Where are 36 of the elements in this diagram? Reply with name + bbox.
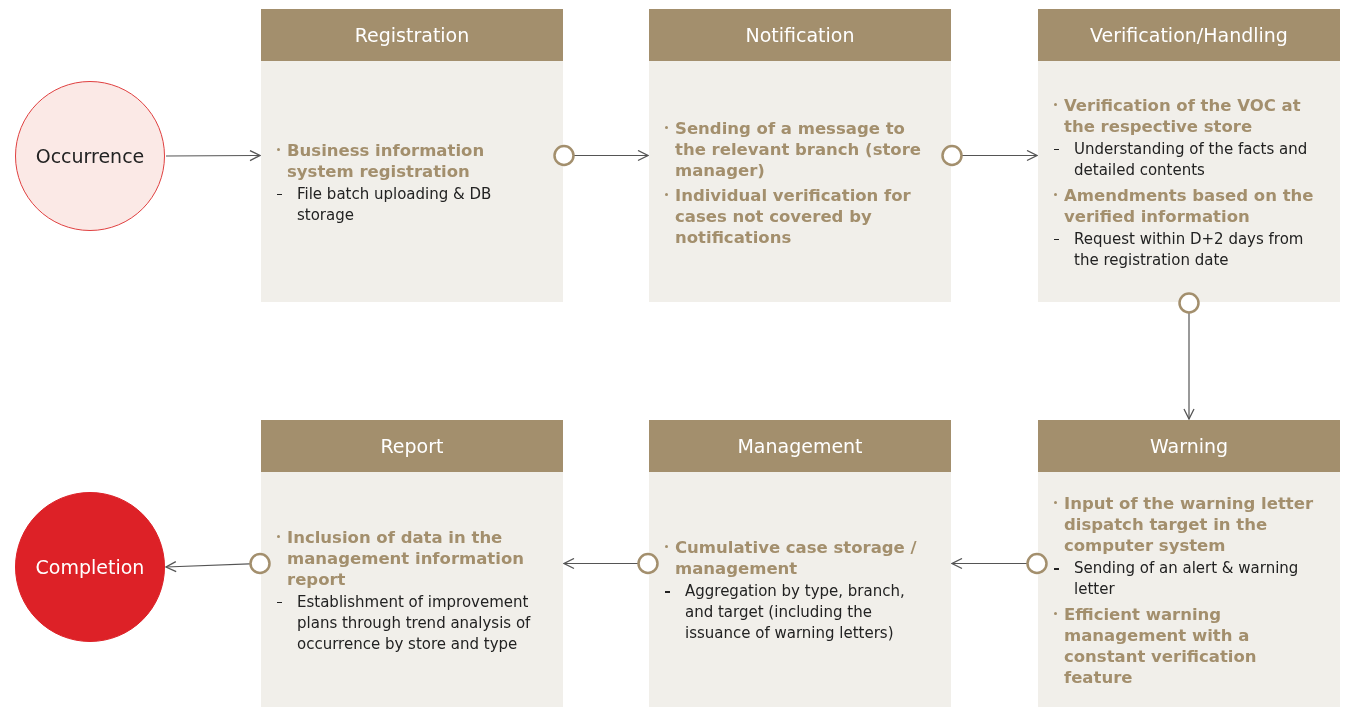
detail-text: Aggregation by type, branch, and target (including the issuance of warning letters) bbox=[685, 581, 906, 644]
step-title: Notification bbox=[649, 9, 951, 61]
process-card bbox=[261, 9, 563, 302]
arrow bbox=[941, 144, 1038, 167]
step-title: Report bbox=[261, 420, 563, 472]
process-card bbox=[649, 9, 951, 302]
bullet-text: Verification of the VOC at the respective store bbox=[1064, 94, 1302, 137]
process-card bbox=[1038, 9, 1340, 302]
arrow bbox=[951, 552, 1048, 575]
bullet-text: Business information system registration bbox=[287, 139, 486, 182]
bullet-text: Cumulative case storage / management bbox=[675, 537, 918, 579]
detail-text: Request within D+2 days from the registration date bbox=[1074, 228, 1305, 271]
arrow bbox=[553, 144, 649, 167]
bullet-text: Inclusion of data in the management information report bbox=[287, 526, 525, 590]
arrow bbox=[165, 149, 261, 162]
process-card bbox=[1038, 420, 1340, 707]
bullet-text: Input of the warning letter dispatch target in the computer system bbox=[1064, 493, 1315, 556]
detail-text: Understanding of the facts and detailed contents bbox=[1074, 138, 1309, 181]
process-card bbox=[261, 420, 563, 707]
terminal-label: Completion bbox=[35, 556, 145, 578]
bullet-text: Efficient warning management with a constant verification feature bbox=[1064, 604, 1258, 688]
bullet-text: Individual verification for cases not covered by notifications bbox=[675, 184, 912, 248]
detail-text: Establishment of improvement plans through trend analysis of occurrence by store and type bbox=[297, 591, 532, 655]
step-title: Management bbox=[649, 420, 951, 472]
detail-text: Sending of an alert & warning letter bbox=[1074, 558, 1300, 600]
bullet-text: Sending of a message to the relevant branch (store manager) bbox=[675, 117, 923, 181]
arrow bbox=[563, 552, 659, 575]
arrow bbox=[1178, 292, 1200, 420]
detail-text: File batch uploading & DB storage bbox=[297, 183, 493, 226]
process-card bbox=[649, 420, 951, 707]
step-title: Verification/Handling bbox=[1038, 9, 1340, 61]
terminal-label: Occurrence bbox=[35, 145, 145, 167]
arrow bbox=[165, 552, 271, 575]
bullet-text: Amendments based on the verified information bbox=[1064, 184, 1315, 227]
step-title: Warning bbox=[1038, 420, 1340, 472]
step-title: Registration bbox=[261, 9, 563, 61]
